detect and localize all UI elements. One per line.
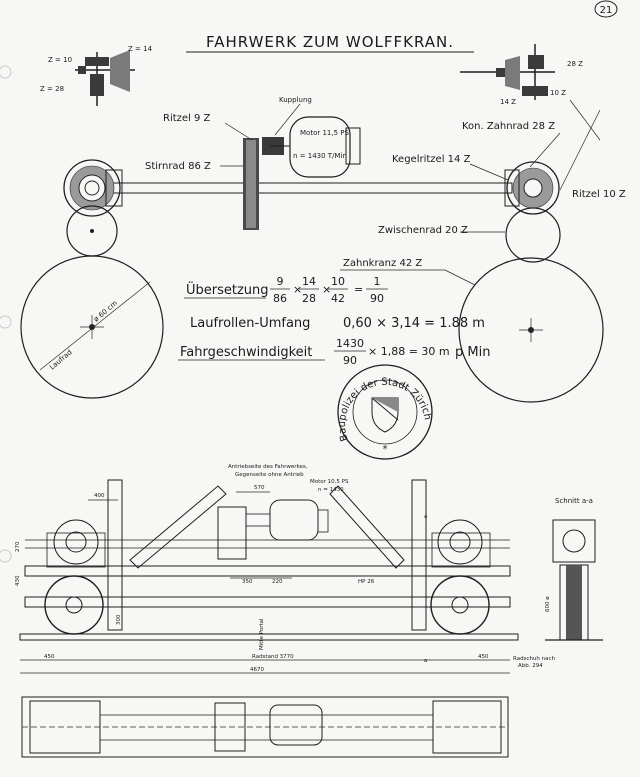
page-number-text: 21 [600,5,613,16]
label-diameter: ø 60 cm [92,299,119,323]
frac3-num: 10 [331,275,345,288]
label-hp26: HP 26 [358,579,375,585]
radschuh-1: Radschuh nach [513,656,556,662]
label-z10: Z = 10 [48,56,72,64]
dim-600: 600 ø [545,596,551,612]
note-antrieb-1: Antriebseite des Fahrwerkes, [228,464,308,470]
dim-220: 220 [272,579,283,585]
fahr-unit: p Min [455,345,490,360]
section-a-right: a [424,514,427,520]
label-kegelritzel: Kegelritzel 14 Z [392,154,471,165]
leader-ritzel9 [224,122,253,141]
section-a-a-view: 600 ø [545,519,603,641]
label-mitte-portal: Mitte Portal [259,618,265,650]
dim-270: 270 [15,541,21,552]
plan-view [21,696,509,758]
label-umfang: Laufrollen-Umfang [190,316,310,331]
motor-note-2: n = 1430 [318,487,344,493]
binder-hole-top [0,65,12,79]
times-1: × [293,283,302,296]
dim-570: 570 [254,485,265,491]
label-z28: Z = 28 [40,85,64,93]
frac2-num: 14 [302,275,316,288]
result-num: 1 [374,275,381,288]
dim-450-left: 450 [44,654,55,660]
dim-300: 300 [116,614,122,625]
page-number: 21 [594,0,618,18]
leader-kon-zahnrad [529,132,561,168]
equals: = [354,283,363,296]
dim-400: 400 [94,493,105,499]
formula-fahrgeschwindigkeit: Fahrgeschwindigkeit 1430 90 × 1,88 = 30 … [178,337,490,367]
dim-350: 350 [242,579,253,585]
dim-radstand: Radstand 3770 [252,654,294,660]
formula-umfang: Laufrollen-Umfang 0,60 × 3,14 = 1.88 m [190,316,485,331]
label-motor-power: Motor 11,5 PS [300,129,349,137]
label-r10: 10 Z [550,89,566,97]
stamp-star: * [383,444,388,455]
label-stirnrad: Stirnrad 86 Z [145,161,211,172]
fahr-den: 90 [343,354,357,367]
radschuh-2: Abb. 294 [518,663,543,669]
note-antrieb-2: Gegenseite ohne Antrieb [235,472,304,478]
fahr-num: 1430 [336,337,364,350]
label-fahrgeschwindigkeit: Fahrgeschwindigkeit [180,345,312,360]
frac3-den: 42 [331,292,345,305]
label-zahnkranz: Zahnkranz 42 Z [343,258,422,269]
dim-450-right: 450 [478,654,489,660]
label-r14: 14 Z [500,98,516,106]
drive-shaft-assembly [63,116,561,263]
page-title: FAHRWERK ZUM WOLFFKRAN. [206,33,454,51]
leader-kegelritzel [469,163,509,181]
stamp-ring-text: Baupolizei der Stadt Zürich [337,377,433,443]
frac2-den: 28 [302,292,316,305]
laufrad-left [20,255,164,399]
times-2: × [322,283,331,296]
label-kupplung: Kupplung [279,96,312,104]
label-zwischenrad: Zwischenrad 20 Z [378,225,468,236]
label-laufrad: Laufrad [48,348,74,371]
label-kon-zahnrad: Kon. Zahnrad 28 Z [462,121,555,132]
motor-note-1: Motor 10,5 PS [310,479,349,485]
laufrad-right [458,257,604,403]
section-a-left: a [424,658,427,664]
baupolizei-stamp: Baupolizei der Stadt Zürich * [337,364,433,460]
value-umfang: 0,60 × 3,14 = 1.88 m [343,316,485,331]
gear-detail-left [75,50,135,106]
binder-hole-middle [0,315,12,329]
gear-detail-right [460,44,555,100]
leader-ritzel10-top [569,99,601,141]
leader-kupplung [274,103,301,136]
dim-430: 430 [15,575,21,586]
result-den: 90 [370,292,384,305]
formula-uebersetzung: Übersetzung 9 86 × 14 28 × 10 42 = 1 90 [184,275,388,305]
label-uebersetzung: Übersetzung [186,281,269,298]
label-ritzel10: Ritzel 10 Z [572,189,626,200]
label-z14: Z = 14 [128,45,153,53]
leader-zahnkranz [444,269,476,286]
elevation-drawing: Antriebseite des Fahrwerkes, Gegenseite … [15,464,593,674]
leader-ritzel10-up [559,109,601,191]
frac1-den: 86 [273,292,287,305]
frac1-num: 9 [277,275,284,288]
label-r28: 28 Z [567,60,583,68]
label-ritzel9: Ritzel 9 Z [163,113,211,124]
dim-4670: 4670 [250,667,264,673]
label-motor-speed: n = 1430 T/Min [293,152,347,160]
binder-hole-bottom [0,549,12,563]
fahr-rest: × 1,88 = 30 m [368,345,450,358]
schnitt-title: Schnitt a-a [555,497,593,505]
